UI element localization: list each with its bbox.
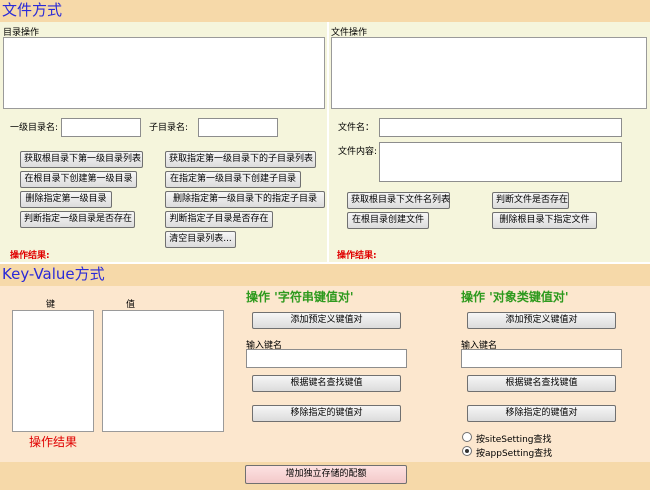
file-ops-label: 文件操作 <box>331 28 368 38</box>
clear-dir-list-button[interactable]: 清空目录列表... <box>165 231 236 248</box>
check-subdir-button[interactable]: 判断指定子目录是否存在 <box>165 211 273 228</box>
string-remove-button[interactable]: 移除指定的键值对 <box>252 405 401 422</box>
subdir-label: 子目录名: <box>149 123 189 133</box>
dir-list-box[interactable] <box>3 37 325 109</box>
value-column-header: 值 <box>126 300 136 310</box>
create-root-file-button[interactable]: 在根目录创建文件 <box>347 212 429 229</box>
dir-ops-result: 操作结果: <box>10 251 50 261</box>
object-key-input[interactable] <box>461 349 622 368</box>
level1-dir-input[interactable] <box>61 118 141 137</box>
file-section-title: 文件方式 <box>2 1 63 19</box>
increase-quota-button[interactable]: 增加独立存储的配额 <box>245 465 407 484</box>
get-root-files-button[interactable]: 获取根目录下文件名列表 <box>347 192 450 209</box>
delete-subdir-button[interactable]: 删除指定第一级目录下的指定子目录 <box>165 191 325 208</box>
level1-dir-label: 一级目录名: <box>10 123 59 133</box>
get-level1-dirs-button[interactable]: 获取根目录下第一级目录列表 <box>20 151 143 168</box>
value-list-box[interactable] <box>102 310 224 432</box>
string-find-button[interactable]: 根据键名查找键值 <box>252 375 401 392</box>
check-level1-dir-button[interactable]: 判断指定一级目录是否存在 <box>20 211 135 228</box>
kv-section-title: Key-Value方式 <box>2 265 105 283</box>
filename-input[interactable] <box>379 118 622 137</box>
get-subdirs-button[interactable]: 获取指定第一级目录下的子目录列表 <box>165 151 316 168</box>
delete-level1-dir-button[interactable]: 删除指定第一级目录 <box>20 191 112 208</box>
kv-result: 操作结果 <box>29 435 78 449</box>
object-ops-title: 操作 '对象类键值对' <box>461 290 569 304</box>
dir-ops-label: 目录操作 <box>3 28 40 38</box>
string-add-button[interactable]: 添加预定义键值对 <box>252 312 401 329</box>
key-list-box[interactable] <box>12 310 94 432</box>
kv-section-header: Key-Value方式 <box>0 264 650 286</box>
file-ops-result: 操作结果: <box>337 251 377 261</box>
delete-root-file-button[interactable]: 删除根目录下指定文件 <box>492 212 597 229</box>
string-key-label: 输入键名 <box>246 341 283 351</box>
radio-app-setting[interactable] <box>462 446 472 456</box>
create-subdir-button[interactable]: 在指定第一级目录下创建子目录 <box>165 171 301 188</box>
filename-label: 文件名： <box>338 123 375 133</box>
radio-app-setting-label: 按appSetting查找 <box>476 449 553 459</box>
radio-site-setting-label: 按siteSetting查找 <box>476 435 552 445</box>
object-remove-button[interactable]: 移除指定的键值对 <box>467 405 616 422</box>
subdir-input[interactable] <box>198 118 278 137</box>
file-list-box[interactable] <box>331 37 647 109</box>
string-key-input[interactable] <box>246 349 407 368</box>
object-key-label: 输入键名 <box>461 341 498 351</box>
file-section-header: 文件方式 <box>0 0 650 22</box>
string-ops-title: 操作 '字符串键值对' <box>246 290 354 304</box>
object-add-button[interactable]: 添加预定义键值对 <box>467 312 616 329</box>
radio-site-setting[interactable] <box>462 432 472 442</box>
check-file-exists-button[interactable]: 判断文件是否存在 <box>492 192 569 209</box>
file-content-label: 文件内容: <box>338 147 378 157</box>
key-column-header: 键 <box>46 300 56 310</box>
create-level1-dir-button[interactable]: 在根目录下创建第一级目录 <box>20 171 137 188</box>
file-content-input[interactable] <box>379 142 622 182</box>
object-find-button[interactable]: 根据键名查找键值 <box>467 375 616 392</box>
